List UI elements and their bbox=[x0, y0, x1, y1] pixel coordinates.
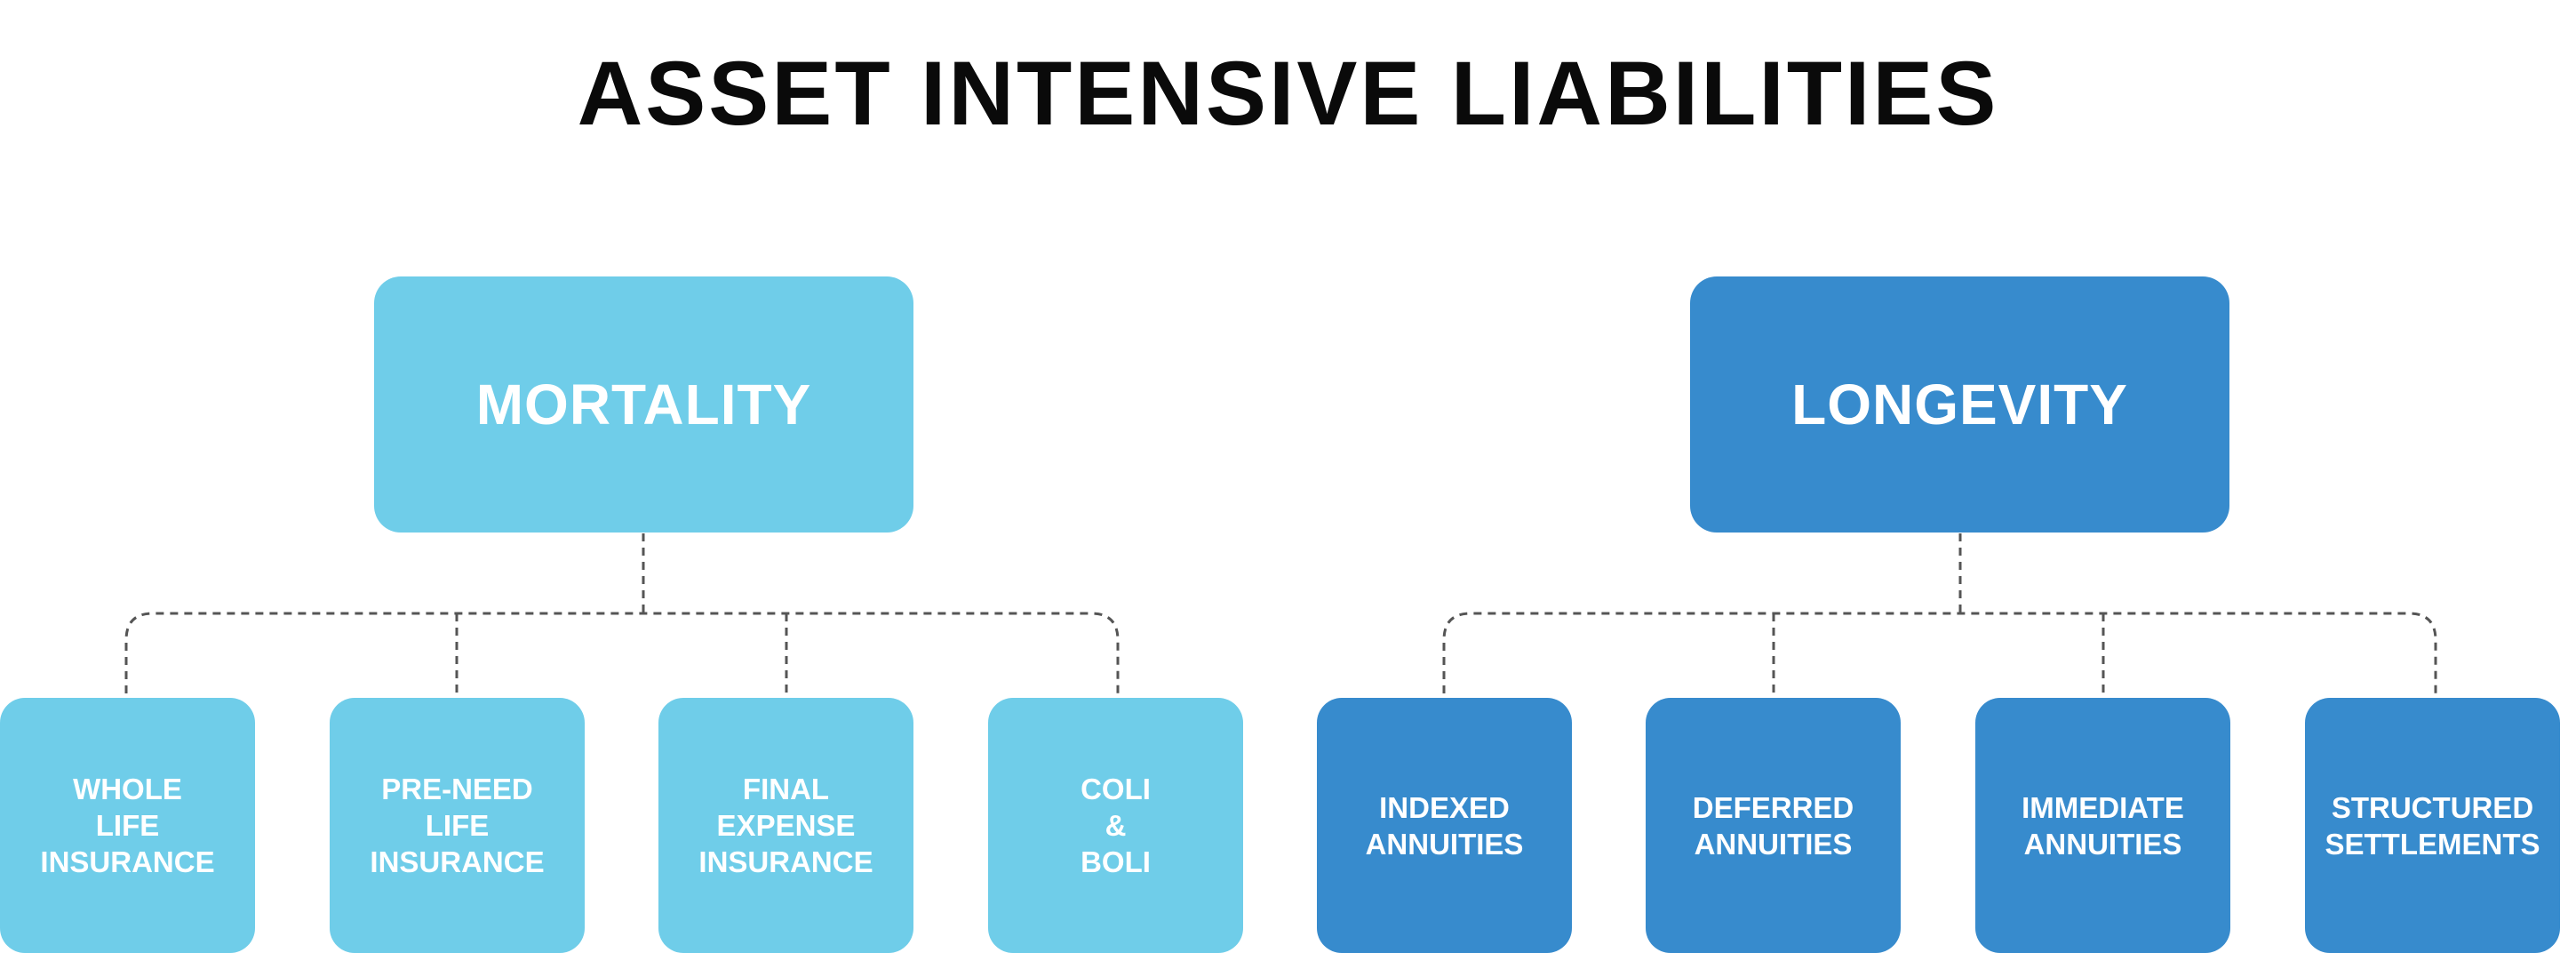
leaf-text-line: WHOLE bbox=[73, 773, 182, 805]
longevity-box: LONGEVITY bbox=[1690, 276, 2229, 533]
mortality-branch-line bbox=[124, 612, 1120, 693]
leaf-text-line: FINAL bbox=[742, 773, 830, 805]
leaf-text-line: LIFE bbox=[95, 809, 160, 842]
leaf-text-line: ANNUITIES bbox=[1694, 827, 1853, 861]
leaf-text-line: EXPENSE bbox=[716, 809, 856, 842]
leaf-text-line: INSURANCE bbox=[370, 845, 545, 878]
leaf-text-line: COLI bbox=[1081, 773, 1151, 805]
longevity-branch-line bbox=[1442, 612, 2437, 693]
leaf-text-line: BOLI bbox=[1081, 845, 1151, 878]
leaf-text-line: PRE-NEED bbox=[381, 773, 533, 805]
final-expense-insurance-box: FINAL EXPENSE INSURANCE bbox=[658, 698, 913, 953]
diagram-title: ASSET INTENSIVE LIABILITIES bbox=[577, 43, 1999, 144]
leaf-text-line: ANNUITIES bbox=[2023, 827, 2182, 861]
leaf-text-line: DEFERRED bbox=[1692, 790, 1854, 824]
leaf-text-line: LIFE bbox=[425, 809, 490, 842]
leaf-text-line: INSURANCE bbox=[40, 845, 215, 878]
leaf-text-line: IMMEDIATE bbox=[2022, 790, 2184, 824]
coli-boli-box: COLI & BOLI bbox=[988, 698, 1243, 953]
structured-settlements-box: STRUCTURED SETTLEMENTS bbox=[2305, 698, 2560, 953]
leaf-text-line: STRUCTURED bbox=[2331, 790, 2534, 824]
leaf-text-line: INSURANCE bbox=[698, 845, 873, 878]
pre-need-life-insurance-box: PRE-NEED LIFE INSURANCE bbox=[330, 698, 585, 953]
deferred-annuities-box: DEFERRED ANNUITIES bbox=[1646, 698, 1901, 953]
leaf-text-line: INDEXED bbox=[1379, 790, 1510, 824]
mortality-label: MORTALITY bbox=[475, 372, 812, 436]
leaf-text-line: & bbox=[1105, 809, 1127, 842]
immediate-annuities-box: IMMEDIATE ANNUITIES bbox=[1975, 698, 2230, 953]
whole-life-insurance-box: WHOLE LIFE INSURANCE bbox=[0, 698, 255, 953]
longevity-label: LONGEVITY bbox=[1791, 372, 2128, 436]
indexed-annuities-box: INDEXED ANNUITIES bbox=[1317, 698, 1572, 953]
mortality-box: MORTALITY bbox=[374, 276, 913, 533]
leaf-text-line: SETTLEMENTS bbox=[2325, 827, 2540, 861]
leaf-text-line: ANNUITIES bbox=[1365, 827, 1524, 861]
